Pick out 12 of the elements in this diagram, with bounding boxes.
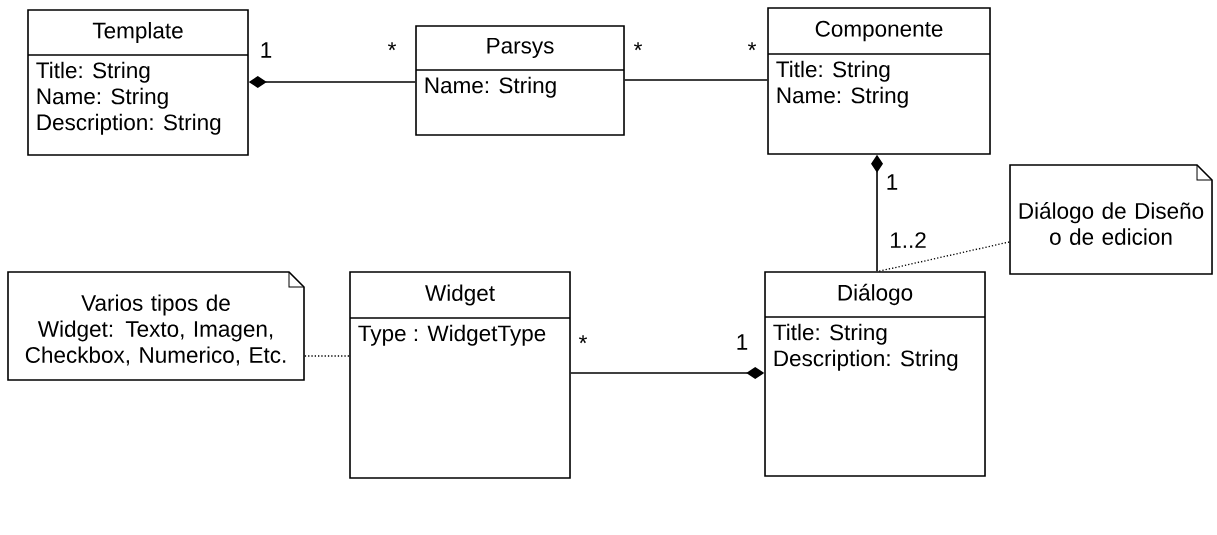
note-link (304, 355, 350, 357)
multiplicity-label: 1..2 (890, 232, 926, 248)
class-box: Componente Title: String Name: String (767, 7, 991, 155)
note-link (878, 241, 1010, 272)
class-box: Parsys Name: String (415, 25, 625, 136)
class-box: Template Title: String Name: String Description: String (27, 9, 249, 156)
class-box: Widget Type : WidgetType (349, 271, 571, 479)
class-box: Diálogo Title: String Description: String (764, 271, 986, 477)
note: Varios tipos de Widget: Texto, Imagen, Checkbox, Numerico, Etc. (7, 271, 305, 381)
association-line (624, 79, 768, 81)
note: Diálogo de Diseño o de edicion (1009, 164, 1213, 275)
multiplicity-label: 1 (887, 174, 898, 190)
